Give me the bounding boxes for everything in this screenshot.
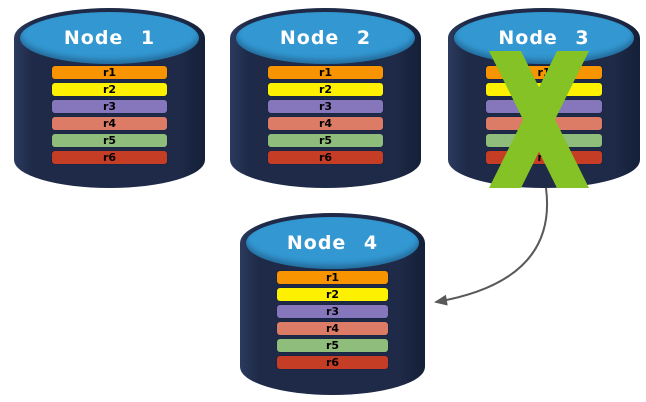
row-r4: r4: [52, 117, 167, 130]
row-r3: r3: [52, 100, 167, 113]
node-2-title: Node 2: [279, 27, 372, 49]
row-r5: r5: [277, 339, 388, 352]
node-1-title: Node 1: [63, 27, 156, 49]
failure-x-icon: [489, 51, 589, 188]
row-r2: r2: [268, 83, 383, 96]
node-3-title: Node 3: [498, 27, 590, 49]
node-2-cylinder-top: Node 2: [236, 12, 415, 64]
row-r6: r6: [52, 151, 167, 164]
row-r5: r5: [268, 134, 383, 147]
row-r4: r4: [277, 322, 388, 335]
row-r1: r1: [277, 271, 388, 284]
node-2-cylinder: Node 2 r1 r2 r3 r4 r5 r6: [230, 8, 421, 188]
row-r6: r6: [268, 151, 383, 164]
node-2-row-stack: r1 r2 r3 r4 r5 r6: [268, 66, 383, 164]
node-1-cylinder: Node 1 r1 r2 r3 r4 r5 r6: [14, 8, 205, 188]
row-r5: r5: [52, 134, 167, 147]
node-4-cylinder: Node 4 r1 r2 r3 r4 r5 r6: [240, 213, 425, 395]
row-r2: r2: [52, 83, 167, 96]
node-3-cylinder-top: Node 3: [454, 12, 634, 64]
row-r6: r6: [277, 356, 388, 369]
row-r2: r2: [277, 288, 388, 301]
node-4-row-stack: r1 r2 r3 r4 r5 r6: [277, 271, 388, 369]
row-r1: r1: [52, 66, 167, 79]
node-4-title: Node 4: [286, 232, 379, 254]
node-1-row-stack: r1 r2 r3 r4 r5 r6: [52, 66, 167, 164]
node-4-cylinder-top: Node 4: [246, 217, 419, 269]
node-1-cylinder-top: Node 1: [20, 12, 199, 64]
row-r3: r3: [277, 305, 388, 318]
row-r4: r4: [268, 117, 383, 130]
row-r1: r1: [268, 66, 383, 79]
row-r3: r3: [268, 100, 383, 113]
